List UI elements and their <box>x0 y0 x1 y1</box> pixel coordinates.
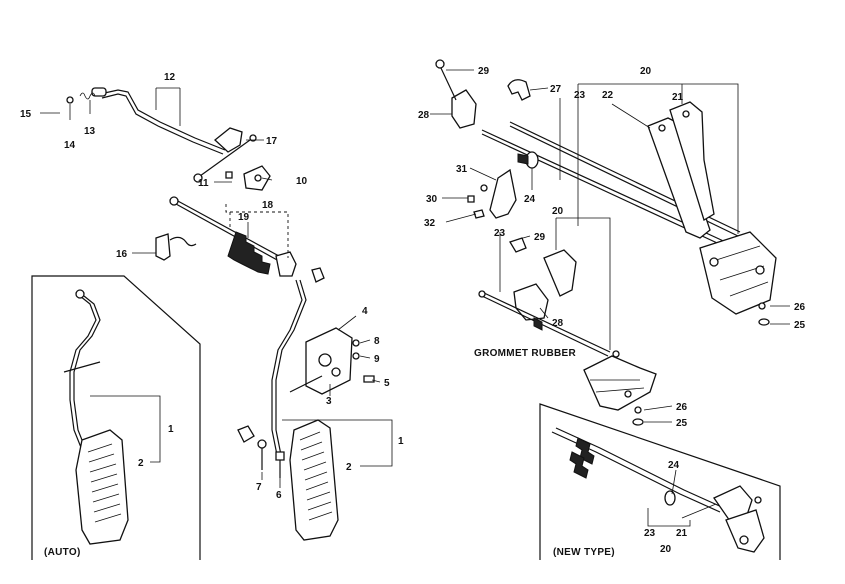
accelerator-linkage <box>66 87 375 541</box>
callout-15: 15 <box>20 109 32 120</box>
callout-21a: 21 <box>672 92 684 103</box>
callout-29a: 29 <box>478 66 490 77</box>
auto-caption: (AUTO) <box>44 547 81 558</box>
auto-inset: (AUTO) <box>31 275 201 560</box>
callout-32: 32 <box>424 218 436 229</box>
callout-26b: 26 <box>676 402 688 413</box>
callout-25a: 25 <box>794 320 806 331</box>
callout-9: 9 <box>374 354 380 365</box>
callout-6: 6 <box>276 490 282 501</box>
callout-27: 27 <box>550 84 562 95</box>
callout-23a: 23 <box>574 90 586 101</box>
callout-18: 18 <box>262 200 274 211</box>
callout-31: 31 <box>456 164 468 175</box>
callout-17: 17 <box>266 136 278 147</box>
grommet-rubber-label: GROMMET RUBBER <box>474 348 576 359</box>
leader-lines <box>40 69 790 527</box>
callout-20a: 20 <box>640 66 652 77</box>
callout-24b: 24 <box>668 460 680 471</box>
callout-22: 22 <box>602 90 614 101</box>
callout-7: 7 <box>256 482 262 493</box>
callout-20b: 20 <box>552 206 564 217</box>
new-type-caption: (NEW TYPE) <box>553 547 615 558</box>
callout-10: 10 <box>296 176 308 187</box>
callout-numbers: 15 14 13 12 17 11 10 18 19 16 4 8 9 5 3 … <box>20 66 806 555</box>
callout-25b: 25 <box>676 418 688 429</box>
callout-19: 19 <box>238 212 250 223</box>
callout-2a: 2 <box>138 458 144 469</box>
callout-16: 16 <box>116 249 128 260</box>
callout-2b: 2 <box>346 462 352 473</box>
callout-20c: 20 <box>660 544 672 555</box>
callout-24a: 24 <box>524 194 536 205</box>
callout-28b: 28 <box>552 318 564 329</box>
callout-5: 5 <box>384 378 390 389</box>
callout-8: 8 <box>374 336 380 347</box>
cable-assembly: GROMMET RUBBER <box>435 59 777 426</box>
callout-4: 4 <box>362 306 368 317</box>
callout-23c: 23 <box>644 528 656 539</box>
callout-28a: 28 <box>418 110 430 121</box>
callout-11: 11 <box>198 178 209 189</box>
callout-23b: 23 <box>494 228 506 239</box>
callout-13: 13 <box>84 126 96 137</box>
callout-3: 3 <box>326 396 332 407</box>
callout-26a: 26 <box>794 302 806 313</box>
callout-12: 12 <box>164 72 176 83</box>
new-type-inset: (NEW TYPE) <box>539 403 781 560</box>
callout-1a: 1 <box>168 424 174 435</box>
callout-29b: 29 <box>534 232 546 243</box>
callout-30: 30 <box>426 194 438 205</box>
callout-14: 14 <box>64 140 76 151</box>
callout-21b: 21 <box>676 528 688 539</box>
callout-1b: 1 <box>398 436 404 447</box>
